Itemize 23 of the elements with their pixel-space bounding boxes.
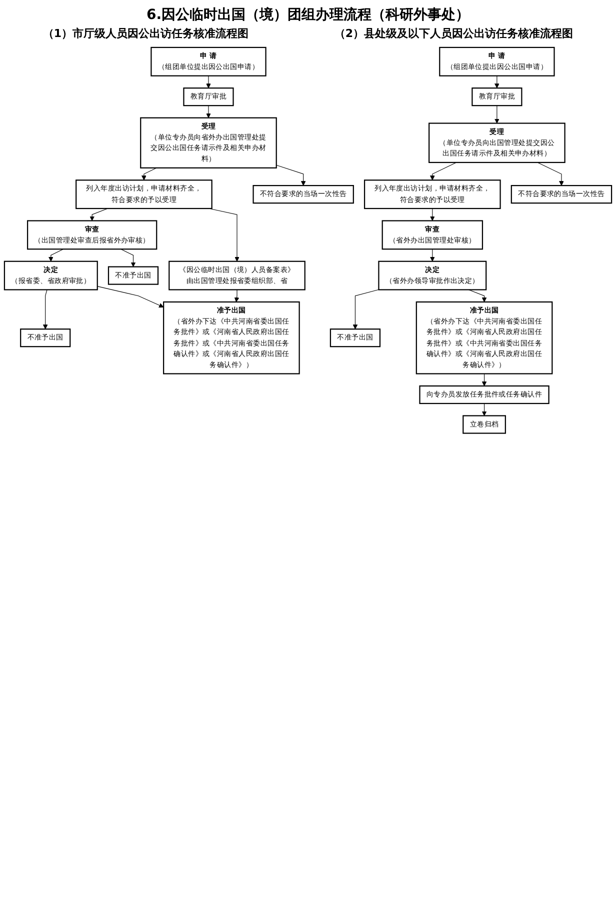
arrow: [206, 76, 211, 88]
arrow: [276, 164, 306, 186]
arrow: [208, 208, 240, 262]
diagram-title: 6.因公临时出国（境）团组办理流程（科研外事处）: [145, 6, 471, 24]
arrow: [537, 162, 564, 186]
arrow: [430, 208, 435, 221]
section-heading: （1）市厅级人员因公出访任务核准流程图: [42, 26, 249, 41]
arrow: [468, 289, 487, 302]
arrow: [142, 168, 157, 180]
arrow: [97, 286, 164, 308]
arrow: [48, 248, 64, 262]
section-heading: （2）县处级及以下人员因公出访任务核准流程图: [334, 26, 574, 41]
arrow: [482, 403, 487, 416]
arrow: [494, 76, 500, 88]
arrow: [42, 289, 48, 330]
arrow: [482, 373, 487, 386]
arrow: [234, 289, 240, 302]
arrow: [120, 248, 136, 267]
arrow: [352, 289, 379, 330]
arrow: [430, 162, 457, 180]
arrow: [494, 105, 500, 124]
arrow: [206, 105, 211, 118]
arrow: [430, 248, 435, 262]
